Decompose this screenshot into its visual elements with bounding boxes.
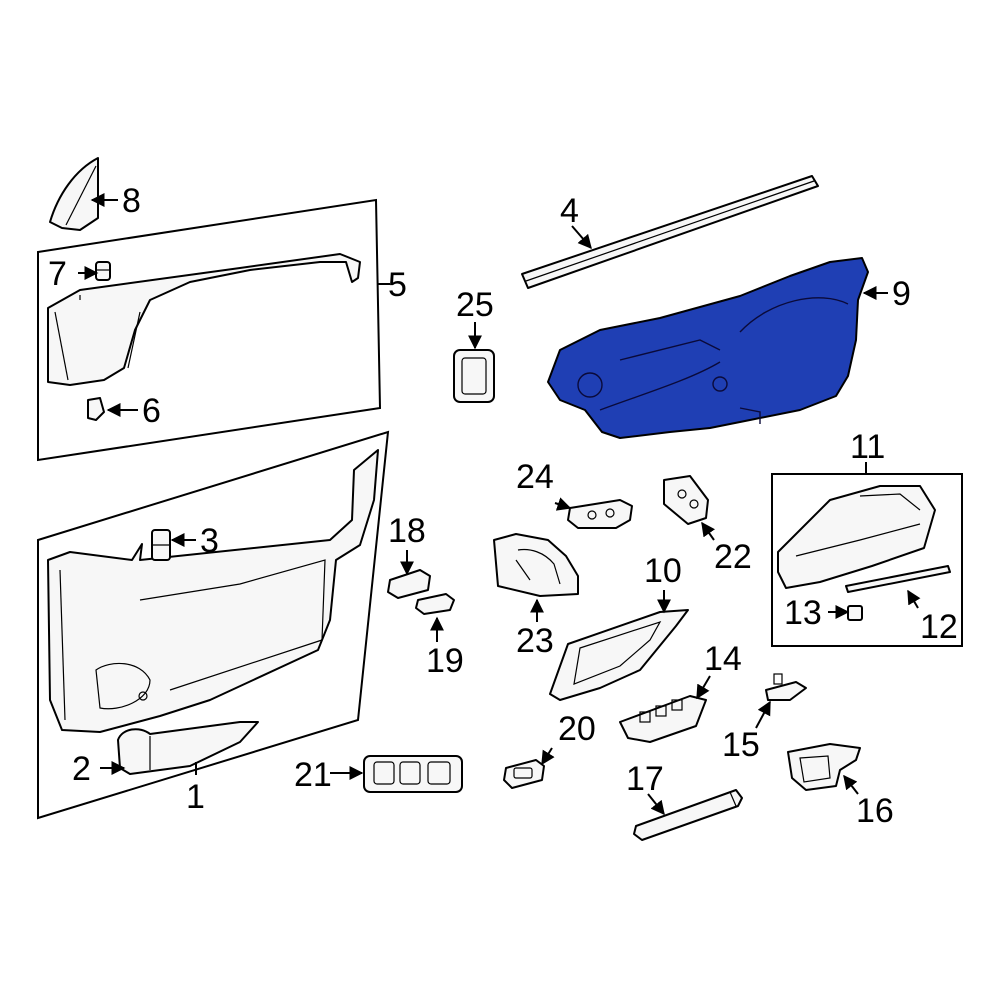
callout-20: 20 xyxy=(558,710,596,748)
part-5-upper-trim[interactable] xyxy=(47,253,361,386)
part-21-window-switch[interactable] xyxy=(363,755,463,793)
callout-11: 11 xyxy=(850,428,885,466)
part-18-switch[interactable] xyxy=(387,569,431,599)
callout-1: 1 xyxy=(186,778,205,816)
callout-15: 15 xyxy=(722,726,760,764)
part-3-clip[interactable] xyxy=(151,529,171,561)
part-2-armrest[interactable] xyxy=(117,721,259,775)
part-8-corner-cover[interactable] xyxy=(49,157,99,231)
part-9-door-carrier-highlighted[interactable] xyxy=(547,257,869,439)
callout-25: 25 xyxy=(456,286,494,324)
callout-12: 12 xyxy=(920,608,958,646)
part-15-clip[interactable] xyxy=(765,673,807,701)
callout-13: 13 xyxy=(784,594,822,632)
callout-22: 22 xyxy=(714,538,752,576)
part-19-switch[interactable] xyxy=(415,593,455,615)
box-1-frame xyxy=(37,430,390,820)
callout-3: 3 xyxy=(200,522,219,560)
part-17-trim-strip[interactable] xyxy=(633,789,743,841)
callout-10: 10 xyxy=(644,552,682,590)
callout-24: 24 xyxy=(516,458,554,496)
part-22-switch-module[interactable] xyxy=(663,475,709,525)
callout-14: 14 xyxy=(704,640,742,678)
part-11-trim-panel[interactable] xyxy=(777,485,936,589)
callout-21: 21 xyxy=(294,756,332,794)
part-13-clip[interactable] xyxy=(847,605,863,621)
callout-23: 23 xyxy=(516,622,554,660)
callout-18: 18 xyxy=(388,512,426,550)
part-4-weatherstrip[interactable] xyxy=(521,175,819,289)
callout-labels: 8 7 5 6 4 9 25 3 2 1 11 24 22 23 18 19 1… xyxy=(48,182,958,830)
part-1-door-panel[interactable] xyxy=(47,449,379,733)
callout-19: 19 xyxy=(426,642,464,680)
callout-17: 17 xyxy=(626,760,664,798)
callout-2: 2 xyxy=(72,750,91,788)
part-10-handle-bezel[interactable] xyxy=(549,609,689,701)
callout-7: 7 xyxy=(48,255,67,293)
part-7-clip[interactable] xyxy=(95,261,111,281)
part-25-switch[interactable] xyxy=(453,349,495,403)
part-24-switch-bezel[interactable] xyxy=(567,499,633,529)
callout-9: 9 xyxy=(892,275,911,313)
part-14-switch-panel[interactable] xyxy=(619,695,707,743)
box-5-frame xyxy=(37,198,382,462)
callout-4: 4 xyxy=(560,192,579,230)
part-16-inner-handle[interactable] xyxy=(787,743,861,791)
part-20-switch[interactable] xyxy=(503,759,545,789)
part-23-seat-switch[interactable] xyxy=(493,533,579,597)
callout-6: 6 xyxy=(142,392,161,430)
part-12-strip[interactable] xyxy=(845,565,951,593)
leader-lines xyxy=(78,193,921,816)
callout-8: 8 xyxy=(122,182,141,220)
callout-5: 5 xyxy=(388,266,407,304)
part-6-bracket[interactable] xyxy=(87,397,105,421)
callout-16: 16 xyxy=(856,792,894,830)
